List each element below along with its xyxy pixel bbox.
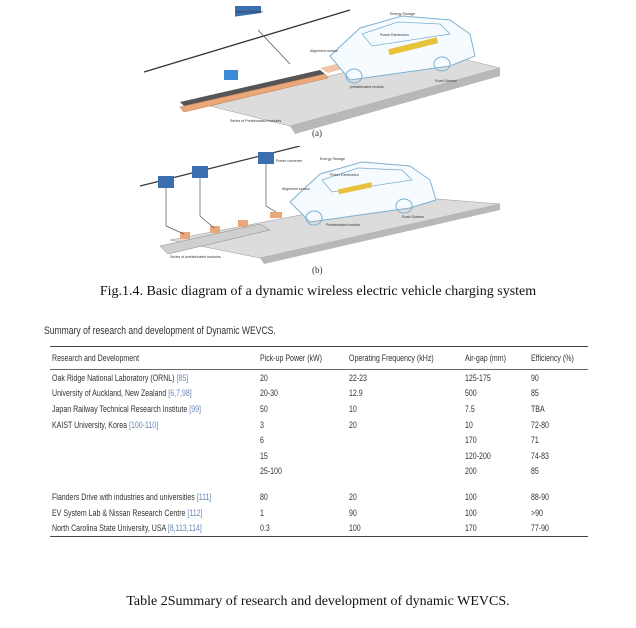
header-airgap: Air-gap (mm) [464, 353, 506, 363]
pad-3 [238, 220, 248, 227]
grid-unit [224, 70, 238, 80]
label-power-electronics-a: Power Electronics [380, 33, 409, 37]
table-spacer-row [50, 479, 588, 489]
header-research: Research and Development [52, 353, 140, 363]
label-series-modules-a: Series of Prefabricated modules [230, 119, 281, 123]
figure-panel-a: Energy Storage Power Electronics Power C… [140, 6, 500, 138]
figure-a-diagram: Energy Storage Power Electronics Power C… [143, 6, 500, 138]
label-series-modules-b: Series of prefabricated modules [170, 255, 221, 259]
table-header-row: Research and Development Pick-up Power (… [50, 346, 588, 370]
label-alignment-sensor-b: Alignment sensor [282, 187, 311, 191]
table-caption: Table 2Summary of research and developme… [126, 594, 510, 609]
road-edge [290, 68, 500, 134]
vehicle-outline [329, 15, 476, 84]
table-row: Flanders Drive with industries and unive… [52, 491, 549, 502]
copper-track [179, 73, 329, 113]
label-prefab-module-a: prefabricated module [350, 85, 384, 89]
label-power-converter-a: Power Converter [236, 10, 264, 14]
power-line [143, 9, 351, 73]
pad-2 [210, 226, 220, 233]
table-row: North Carolina State University, USA [8,… [50, 520, 588, 537]
table-row: University of Auckland, New Zealand [6,7… [52, 388, 539, 399]
figure-caption: Fig.1.4. Basic diagram of a dynamic wire… [99, 284, 537, 299]
figure-b-diagram: Energy Storage Power Electronics Power c… [140, 146, 500, 275]
label-road-surface-a: Road Surface [435, 79, 457, 83]
feed-cable [257, 29, 291, 65]
summary-table-container: Research and Development Pick-up Power (… [50, 346, 588, 537]
header-power: Pick-up Power (kW) [260, 353, 323, 363]
table-body: Oak Ridge National Laboratory (ORNL) [85… [50, 370, 588, 537]
header-efficiency: Efficiency (%) [530, 353, 574, 363]
cable-1 [165, 188, 185, 235]
table-row: Oak Ridge National Laboratory (ORNL) [85… [52, 372, 539, 383]
label-alignment-sensor-a: Alignment sensor [310, 49, 339, 53]
label-prefab-module-b: Prefabricated module [326, 223, 360, 227]
pickup-coil [388, 37, 439, 56]
pad-1 [180, 232, 190, 239]
table-row: EV System Lab & Nissan Research Centre [… [52, 507, 543, 518]
label-road-surface-b: Road Surface [402, 215, 424, 219]
figure-panel-b: Energy Storage Power Electronics Power c… [140, 146, 500, 276]
label-power-converter-b: Power converter [276, 159, 303, 163]
cable-3 [265, 164, 277, 213]
converter-2 [192, 166, 208, 178]
cable-2 [199, 178, 215, 229]
vehicle-outline-b [289, 161, 437, 226]
converter-1 [158, 176, 174, 188]
header-frequency: Operating Frequency (kHz) [349, 353, 434, 363]
pad-base [159, 223, 271, 255]
table-title: Summary of research and development of D… [44, 325, 276, 337]
label-energy-storage-b: Energy Storage [320, 157, 345, 161]
summary-table: Research and Development Pick-up Power (… [50, 346, 588, 537]
pad-4 [270, 212, 282, 218]
label-power-electronics-b: Power Electronics [330, 173, 359, 177]
panel-a-label: (a) [312, 128, 322, 138]
pickup-coil-b [337, 182, 373, 195]
converter-3 [258, 152, 274, 164]
table-row: Japan Railway Technical Research Institu… [52, 403, 545, 414]
power-converter-box [235, 6, 261, 17]
label-energy-storage-a: Energy Storage [390, 12, 415, 16]
panel-b-label: (b) [312, 265, 323, 275]
track-rail [180, 70, 325, 107]
road-edge-b [260, 204, 500, 264]
